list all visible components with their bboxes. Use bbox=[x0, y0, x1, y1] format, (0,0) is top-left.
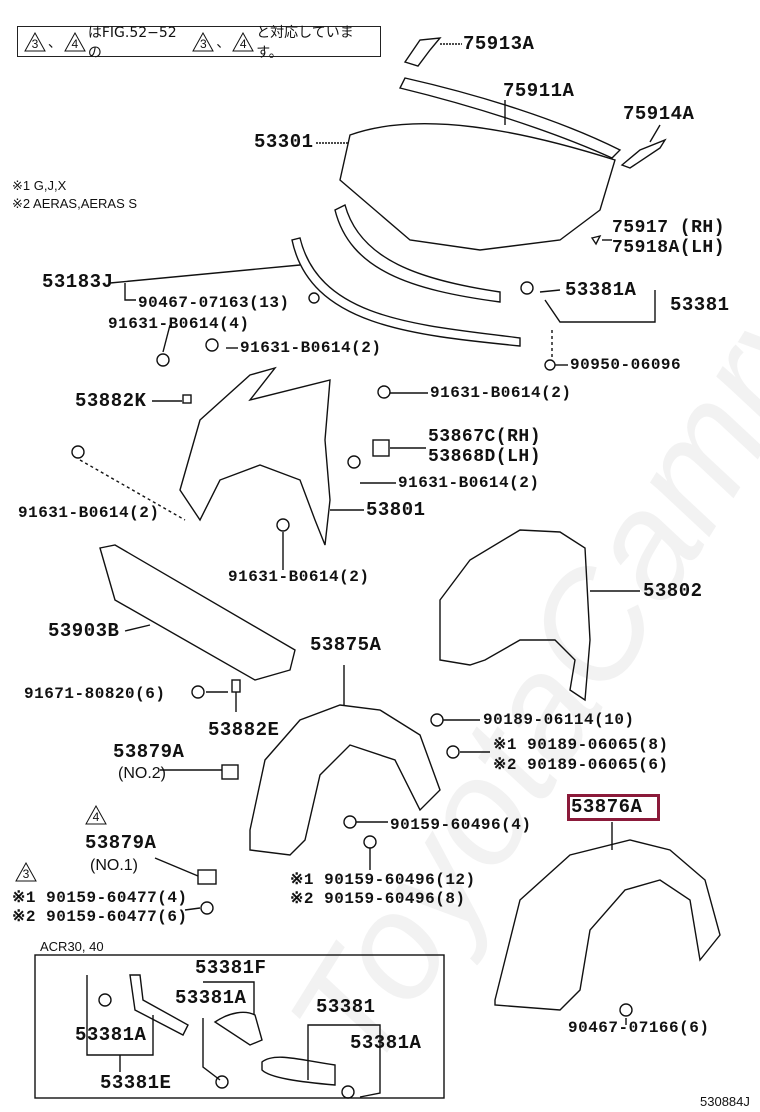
part-label[interactable]: 53801 bbox=[366, 499, 426, 521]
part-label[interactable]: 53875A bbox=[310, 634, 382, 656]
part-label[interactable]: 91631-B0614(4) bbox=[108, 315, 250, 333]
legend-1: ※1 G,J,X bbox=[12, 178, 67, 193]
part-label[interactable]: 53381A bbox=[75, 1024, 147, 1046]
part-variant: (NO.2) bbox=[118, 765, 166, 782]
part-53183J-seal bbox=[291, 237, 521, 347]
triangle-3-icon: 3 bbox=[192, 31, 215, 52]
part-label[interactable]: 75914A bbox=[623, 103, 695, 125]
part-label[interactable]: 91631-B0614(2) bbox=[240, 339, 382, 357]
part-label[interactable]: 90467-07166(6) bbox=[568, 1019, 710, 1037]
part-label[interactable]: ※2 90189-06065(6) bbox=[493, 756, 669, 774]
part-label[interactable]: 53381A bbox=[565, 279, 637, 301]
part-label[interactable]: 75911A bbox=[503, 80, 575, 102]
part-label[interactable]: 53381F bbox=[195, 957, 267, 979]
part-53301-hood bbox=[339, 123, 616, 251]
part-label[interactable]: 53867C(RH) bbox=[428, 427, 542, 447]
triangle-3-icon: 3 bbox=[24, 31, 46, 52]
part-label[interactable]: ※1 90159-60477(4) bbox=[12, 889, 188, 907]
legend-2: ※2 AERAS,AERAS S bbox=[12, 196, 138, 211]
part-label[interactable]: ※2 90159-60496(8) bbox=[290, 890, 466, 908]
part-label-highlighted[interactable]: 53876A bbox=[571, 796, 643, 818]
triangle-4-icon: 4 bbox=[232, 31, 255, 52]
part-label[interactable]: 53183J bbox=[42, 271, 114, 293]
inset-box bbox=[34, 954, 445, 1099]
part-label[interactable]: 91631-B0614(2) bbox=[398, 474, 540, 492]
part-label[interactable]: 91631-B0614(2) bbox=[18, 504, 160, 522]
part-label[interactable]: 53381A bbox=[175, 987, 247, 1009]
part-75914A bbox=[620, 138, 667, 169]
part-label[interactable]: 53868D(LH) bbox=[428, 447, 542, 467]
part-label[interactable]: 90467-07163(13) bbox=[138, 294, 290, 312]
part-label[interactable]: 53381A bbox=[350, 1032, 422, 1054]
part-label[interactable]: 91631-B0614(2) bbox=[228, 568, 370, 586]
part-label[interactable]: 75917 (RH) bbox=[612, 218, 726, 238]
part-variant: (NO.1) bbox=[90, 857, 138, 874]
part-label[interactable]: 53381 bbox=[670, 294, 730, 316]
note-text-end: と対応しています。 bbox=[256, 24, 354, 61]
part-53801-fender bbox=[179, 366, 331, 546]
part-53875A-liner bbox=[249, 704, 441, 856]
part-75913A bbox=[403, 37, 442, 67]
part-label[interactable]: 90950-06096 bbox=[570, 356, 682, 374]
part-53903B bbox=[99, 544, 296, 681]
reference-note: 3 、 4 はFIG.52−52の 3 、 4 と対応しています。 bbox=[17, 25, 381, 61]
part-label[interactable]: 53903B bbox=[48, 620, 120, 642]
highlight-box bbox=[567, 794, 660, 821]
inset-title: ACR30, 40 bbox=[40, 939, 104, 954]
figure-code: 530884J bbox=[700, 1094, 750, 1109]
part-label[interactable]: ※1 90189-06065(8) bbox=[493, 736, 669, 754]
triangle-4-icon: 4 bbox=[64, 31, 86, 52]
part-75911A bbox=[398, 77, 622, 159]
note-text: はFIG.52−52の bbox=[87, 24, 177, 61]
part-label[interactable]: 53301 bbox=[254, 131, 314, 153]
part-53876A-liner bbox=[494, 839, 721, 1011]
part-label[interactable]: 53879A bbox=[113, 741, 185, 763]
part-label[interactable]: 91671-80820(6) bbox=[24, 685, 166, 703]
part-53802-fender bbox=[439, 529, 591, 702]
part-label[interactable]: 53882E bbox=[208, 719, 280, 741]
part-label[interactable]: 75913A bbox=[463, 33, 535, 55]
triangle-4-icon: 4 bbox=[85, 805, 107, 825]
part-label[interactable]: 53381E bbox=[100, 1072, 172, 1094]
part-label[interactable]: ※2 90159-60477(6) bbox=[12, 908, 188, 926]
part-label[interactable]: 90159-60496(4) bbox=[390, 816, 532, 834]
part-label[interactable]: ※1 90159-60496(12) bbox=[290, 871, 476, 889]
part-label[interactable]: 53802 bbox=[643, 580, 703, 602]
triangle-3-icon: 3 bbox=[15, 862, 37, 882]
part-label[interactable]: 90189-06114(10) bbox=[483, 711, 635, 729]
part-label[interactable]: 53882K bbox=[75, 390, 147, 412]
part-label[interactable]: 91631-B0614(2) bbox=[430, 384, 572, 402]
part-label[interactable]: 53879A bbox=[85, 832, 157, 854]
part-53381-seal bbox=[334, 203, 501, 303]
part-label[interactable]: 53381 bbox=[316, 996, 376, 1018]
part-label[interactable]: 75918A(LH) bbox=[612, 238, 726, 258]
